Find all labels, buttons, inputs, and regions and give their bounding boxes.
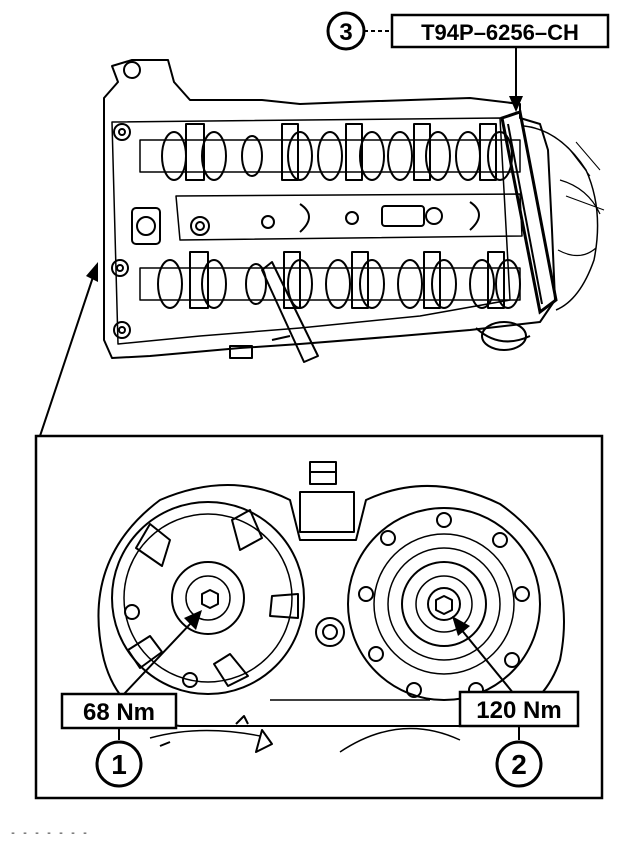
right-torque-box: [458, 690, 580, 728]
tool-code-label: T94P–6256–CH: [421, 20, 579, 45]
right-sprocket: [347, 507, 541, 701]
alignment-tool-plate: [500, 110, 605, 315]
callout-number-2: 2: [511, 749, 527, 780]
torque-arrows: [123, 610, 515, 695]
callout-number-3: 3: [339, 19, 352, 46]
right-torque-callout: 120 Nm 2: [458, 690, 580, 788]
inset-frame: [34, 434, 604, 800]
left-torque-box: [60, 692, 178, 730]
detail-pointer: [39, 262, 98, 437]
left-torque-callout: 68 Nm 1: [60, 692, 178, 788]
upper-cam-lobes: [161, 131, 513, 181]
left-sprocket: [111, 501, 305, 695]
callout-number-circle-1: [95, 740, 143, 788]
footer-marks: - - - - - - -: [10, 829, 88, 840]
cylinder-head-illustration: [103, 59, 556, 363]
callout-number-1: 1: [111, 749, 127, 780]
callout-number-circle-2: [495, 740, 543, 788]
tool-code-box: [390, 13, 610, 49]
detail-inset: 68 Nm 1 120 Nm 2: [34, 434, 604, 800]
right-torque-label: 120 Nm: [476, 697, 561, 724]
lower-cam-lobes: [157, 259, 521, 309]
left-torque-label: 68 Nm: [83, 699, 155, 726]
